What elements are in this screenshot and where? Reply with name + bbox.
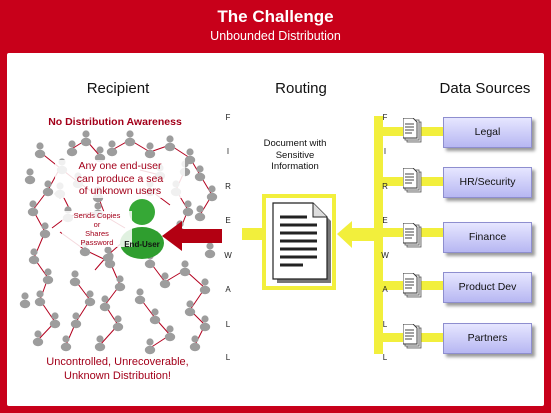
sea-caption-line-2: can produce a sea <box>76 172 164 185</box>
crowd-person <box>80 130 92 147</box>
end-user-label: End-User <box>124 240 160 249</box>
sends-caption-line-2: or <box>93 220 101 229</box>
uncontrolled-distribution-caption: Uncontrolled, Unrecoverable, Unknown Dis… <box>15 355 220 383</box>
document-stack-icon <box>403 324 423 350</box>
sends-copies-caption: Sends Copies or Shares Password <box>62 211 132 247</box>
column-heading-data-sources: Data Sources <box>439 80 531 97</box>
crowd-person <box>204 242 216 259</box>
column-heading-routing: Routing <box>275 80 327 97</box>
firewall-letter: I <box>383 147 387 156</box>
crowd-person <box>206 185 218 202</box>
crowd-person <box>144 338 156 355</box>
sea-of-users-caption: Any one end-user can produce a sea of un… <box>55 160 185 198</box>
no-distribution-awareness-label: No Distribution Awareness <box>48 116 182 128</box>
firewall-letter: E <box>382 216 388 225</box>
crowd-person <box>182 200 194 217</box>
crowd-person <box>134 288 146 305</box>
crowd-person <box>189 335 201 352</box>
crowd-person <box>106 140 118 157</box>
data-source-product-dev: Product Dev <box>443 272 532 303</box>
data-source-finance: Finance <box>443 222 532 253</box>
firewall-letter: R <box>382 182 388 191</box>
firewall-letter: L <box>225 353 231 362</box>
firewall-letter: W <box>381 251 389 260</box>
crowd-person <box>114 275 126 292</box>
bottom-caption-line-1: Uncontrolled, Unrecoverable, <box>46 356 189 368</box>
data-source-legal: Legal <box>443 117 532 148</box>
crowd-person <box>94 335 106 352</box>
crowd-person <box>199 278 211 295</box>
crowd-person <box>149 308 161 325</box>
crowd-person <box>84 290 96 307</box>
crowd-person <box>34 142 46 159</box>
crowd-person <box>24 168 36 185</box>
routing-arrows <box>242 116 444 354</box>
slide-title: The Challenge <box>217 7 334 26</box>
crowd-person <box>112 315 124 332</box>
crowd-person <box>99 295 111 312</box>
firewall-letter: L <box>225 320 231 329</box>
crowd-person <box>199 315 211 332</box>
crowd-person <box>42 180 54 197</box>
firewall-letter: F <box>225 113 231 122</box>
sends-caption-line-4: Password <box>80 238 114 247</box>
crowd-person <box>34 290 46 307</box>
sends-caption-line-1: Sends Copies <box>73 211 121 220</box>
document-caption-line-3: Information <box>271 161 319 172</box>
crowd-person <box>27 200 39 217</box>
routing-frame-inner <box>266 198 332 286</box>
document-stack-icon <box>403 273 423 299</box>
sea-caption-line-3: of unknown users <box>78 185 162 197</box>
crowd-person <box>159 272 171 289</box>
data-source-partners: Partners <box>443 323 532 354</box>
column-heading-recipient: Recipient <box>86 80 150 97</box>
firewall-letter: R <box>225 182 231 191</box>
crowd-person <box>69 270 81 287</box>
slide-subtitle: Unbounded Distribution <box>210 29 341 43</box>
firewall-letter: W <box>224 251 232 260</box>
firewall-letter: I <box>226 147 230 156</box>
crowd-person <box>104 252 116 269</box>
firewall-letter: E <box>225 216 231 225</box>
crowd-person <box>124 130 136 147</box>
sends-caption-line-3: Shares <box>85 229 109 238</box>
crowd-person <box>164 135 176 152</box>
sea-caption-line-1: Any one end-user <box>78 160 162 172</box>
firewall-letter: L <box>382 353 388 362</box>
firewall-letter: A <box>382 285 388 294</box>
data-source-hr-security: HR/Security <box>443 167 532 198</box>
crowd-person <box>70 312 82 329</box>
crowd-person <box>42 268 54 285</box>
document-caption-line-1: Document with <box>263 138 327 149</box>
crowd-person <box>184 300 196 317</box>
document-caption: Document with Sensitive Information <box>250 138 340 173</box>
document-stack-icon <box>403 168 423 194</box>
crowd-person <box>19 292 31 309</box>
crowd-person <box>60 335 72 352</box>
crowd-person <box>194 165 206 182</box>
crowd-person <box>194 205 206 222</box>
document-caption-line-2: Sensitive <box>275 149 315 161</box>
crowd-person <box>144 142 156 159</box>
bottom-caption-line-2: Unknown Distribution! <box>64 370 171 382</box>
crowd-person <box>39 222 51 239</box>
crowd-person <box>179 260 191 277</box>
document-stack-icon <box>403 118 423 144</box>
crowd-person <box>49 312 61 329</box>
crowd-person <box>66 140 78 157</box>
crowd-person <box>164 325 176 342</box>
firewall-letter: A <box>225 285 231 294</box>
document-stack-icon <box>403 223 423 249</box>
red-arrow <box>162 221 222 251</box>
crowd-person <box>28 248 40 265</box>
firewall-letter: L <box>382 320 388 329</box>
firewall-letter: F <box>382 113 388 122</box>
crowd-person <box>32 330 44 347</box>
